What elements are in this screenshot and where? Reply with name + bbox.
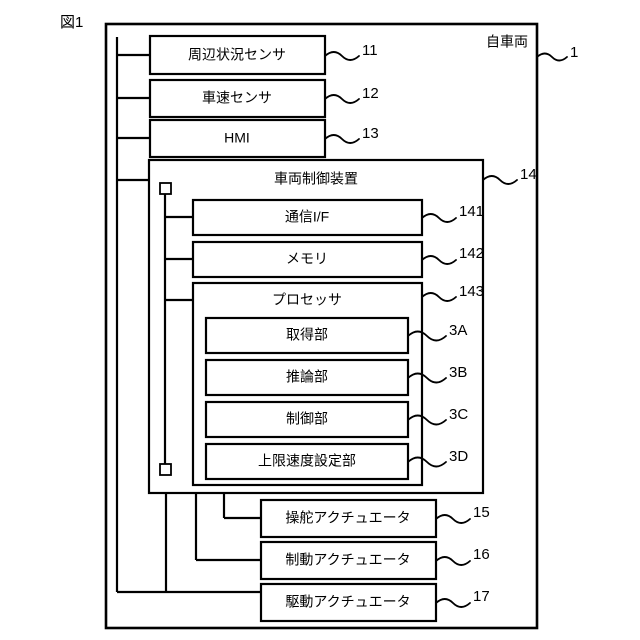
vehicle-outer-box <box>104 22 539 630</box>
ref-vehicle: 1 <box>570 44 578 61</box>
ref-16: 16 <box>473 546 490 563</box>
label-memory: メモリ <box>286 251 328 267</box>
box-control-unit[interactable] <box>204 400 410 439</box>
label-vehicle-control-device: 車両制御装置 <box>274 171 358 187</box>
ref-15: 15 <box>473 504 490 521</box>
leader-line-143 <box>421 292 457 302</box>
leader-line-3C <box>407 414 447 426</box>
leader-line-142 <box>421 255 457 265</box>
label-processor: プロセッサ <box>272 292 342 308</box>
label-inference-unit: 推論部 <box>286 369 328 385</box>
label-sensor-1: 周辺状況センサ <box>188 47 286 63</box>
label-drive-actuator: 駆動アクチュエータ <box>285 594 410 610</box>
vehicle-outer-label: 自車両 <box>486 34 528 50</box>
label-speed-limit-setting-unit: 上限速度設定部 <box>258 453 356 469</box>
ref-141: 141 <box>459 203 484 220</box>
box-communication-interface[interactable] <box>191 198 424 237</box>
box-memory[interactable] <box>191 240 424 279</box>
figure-label: 図1 <box>60 14 83 31</box>
ref-13: 13 <box>362 125 379 142</box>
leader-line-16 <box>435 556 471 566</box>
leader-line-13 <box>324 134 360 144</box>
bus-terminator-top <box>159 182 172 195</box>
box-sensor-1[interactable] <box>148 34 327 76</box>
box-acquisition-unit[interactable] <box>204 316 410 355</box>
ref-11: 11 <box>362 42 378 59</box>
leader-line-11 <box>324 51 360 61</box>
ref-3B: 3B <box>449 364 467 381</box>
box-sensor-2[interactable] <box>148 78 327 119</box>
leader-line-3D <box>407 456 447 468</box>
ref-143: 143 <box>459 283 484 300</box>
leader-line-14 <box>482 175 518 185</box>
ref-142: 142 <box>459 245 484 262</box>
ref-3C: 3C <box>449 406 468 423</box>
label-control-unit: 制御部 <box>286 411 328 427</box>
ref-3D: 3D <box>449 448 468 465</box>
ref-12: 12 <box>362 85 379 102</box>
leader-line-3B <box>407 372 447 384</box>
leader-line-141 <box>421 213 457 223</box>
ref-14: 14 <box>520 166 537 183</box>
box-brake-actuator[interactable] <box>259 540 438 581</box>
leader-line-12 <box>324 94 360 104</box>
leader-line-17 <box>435 598 471 608</box>
leader-line-vehicle <box>536 52 568 62</box>
label-sensor-3: HMI <box>224 130 250 146</box>
leader-line-3A <box>407 330 447 342</box>
bus-terminator-bottom <box>159 463 172 476</box>
label-sensor-2: 車速センサ <box>202 90 272 106</box>
label-brake-actuator: 制動アクチュエータ <box>285 552 410 568</box>
label-communication-interface: 通信I/F <box>285 209 329 225</box>
label-acquisition-unit: 取得部 <box>286 327 328 343</box>
ref-17: 17 <box>473 588 490 605</box>
leader-line-15 <box>435 514 471 524</box>
box-sensor-3[interactable] <box>148 118 327 159</box>
box-drive-actuator[interactable] <box>259 582 438 623</box>
ref-3A: 3A <box>449 322 467 339</box>
label-steering-actuator: 操舵アクチュエータ <box>285 510 410 526</box>
